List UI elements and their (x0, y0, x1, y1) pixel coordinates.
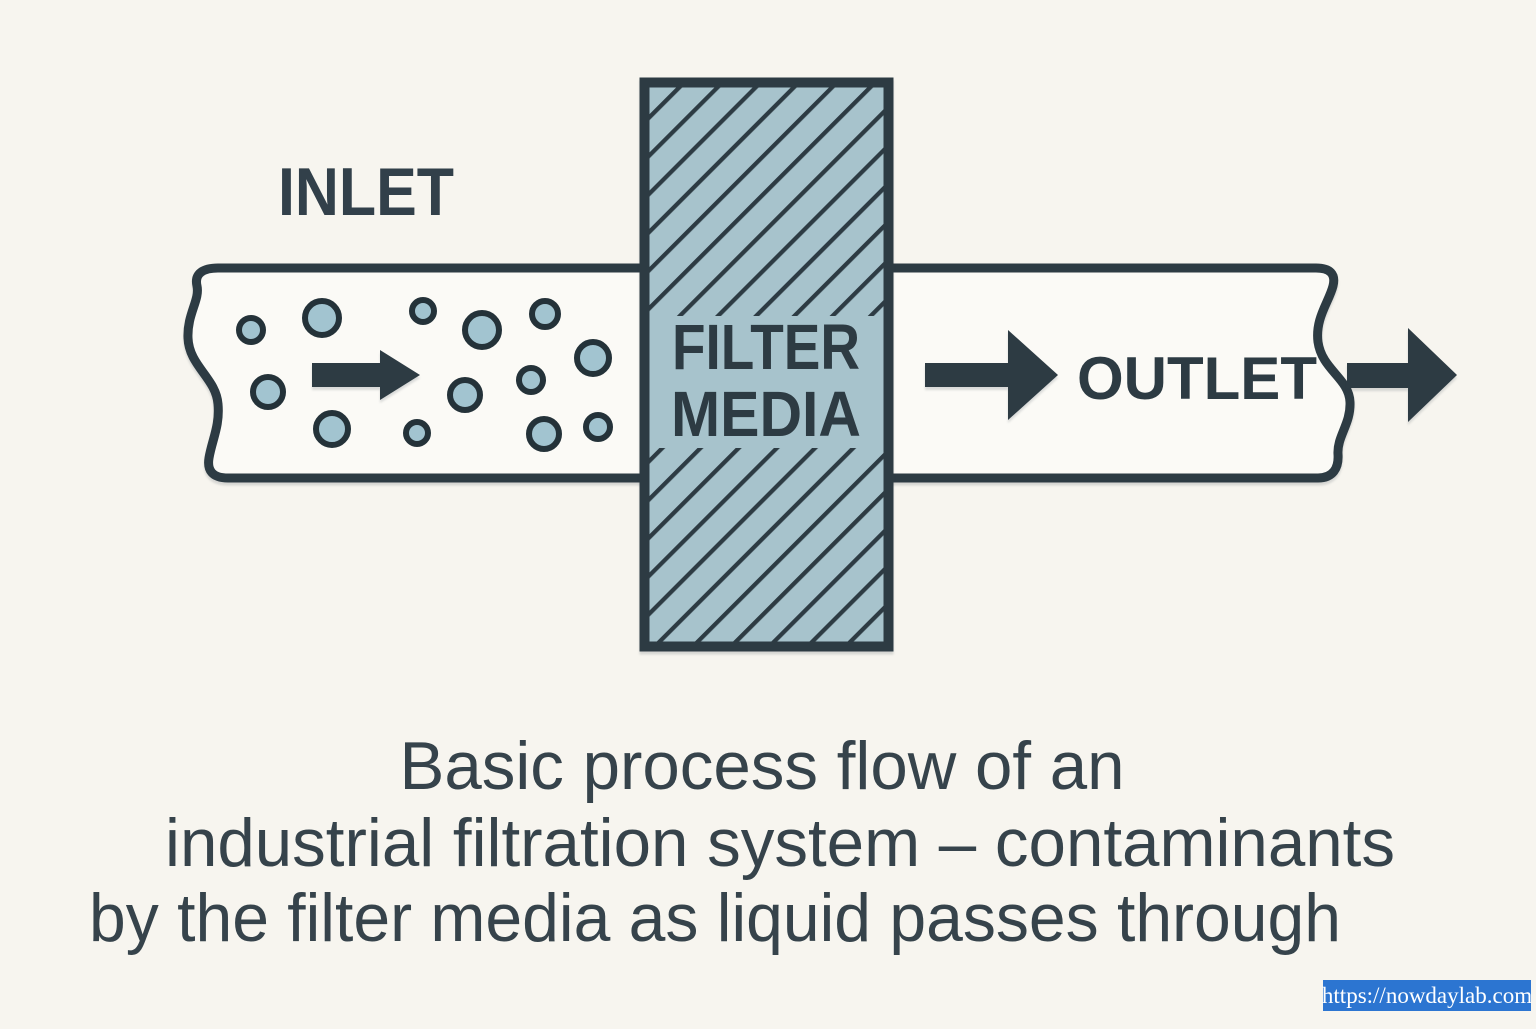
contaminant-particle (302, 298, 342, 338)
contaminant-particle (574, 339, 612, 377)
contaminant-particle (250, 374, 286, 410)
contaminant-particle (462, 310, 502, 350)
filter-media-label-line2: MEDIA (671, 378, 861, 450)
exit-flow-arrow-icon (1347, 328, 1457, 422)
contaminant-particle (526, 416, 562, 452)
filter-media-hatch-bottom (649, 448, 884, 642)
filter-media-hatch-top (649, 87, 884, 316)
contaminant-particle (236, 315, 266, 345)
contaminant-particle (313, 410, 351, 448)
caption-line1: Basic process flow of an (400, 728, 1125, 804)
contaminant-particle (583, 412, 613, 442)
contaminant-particle (447, 377, 483, 413)
contaminant-particles (236, 297, 613, 452)
caption-line2: industrial filtration system – contamina… (165, 805, 1395, 881)
outlet-label: OUTLET (1077, 345, 1317, 412)
outlet-flow-arrow-icon (925, 330, 1058, 420)
inlet-label: INLET (278, 154, 454, 230)
caption-line3: by the filter media as liquid passes thr… (89, 880, 1341, 956)
contaminant-particle (529, 298, 561, 330)
filter-media-label-line1: FILTER (672, 311, 860, 383)
caption: Basic process flow of an industrial filt… (89, 728, 1395, 956)
filter-media-border (639, 77, 894, 652)
contaminant-particle (409, 297, 437, 325)
contaminant-particle (403, 419, 431, 447)
inlet-flow-arrow-icon (312, 350, 420, 400)
filter-media-block: FILTER MEDIA (639, 77, 894, 652)
watermark-url: https://nowdaylab.com (1322, 980, 1532, 1011)
contaminant-particle (516, 365, 546, 395)
